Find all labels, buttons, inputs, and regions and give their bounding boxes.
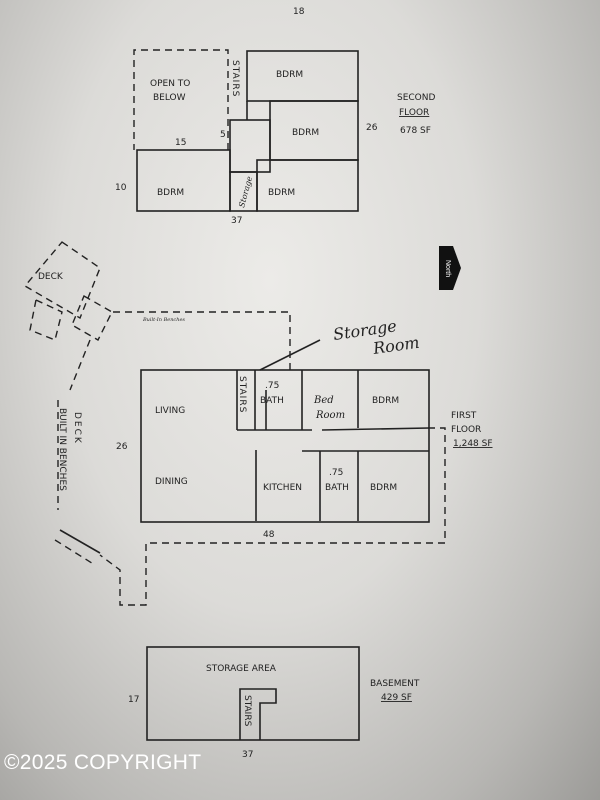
second-floor-title: SECOND bbox=[397, 93, 436, 103]
bath-label: .75 bbox=[265, 381, 279, 391]
north-arrow-icon: North bbox=[439, 246, 461, 290]
bdrm-label: BDRM bbox=[268, 188, 295, 198]
bath-label-2: BATH bbox=[325, 483, 349, 493]
dimension-label: 37 bbox=[242, 750, 253, 760]
storage-area-label: STORAGE AREA bbox=[206, 664, 277, 674]
dimension-label: 10 bbox=[115, 183, 127, 193]
deck-label: DECK bbox=[72, 412, 82, 445]
benches-label: BUILT IN BENCHES bbox=[57, 408, 67, 491]
second-floor-area: 678 SF bbox=[400, 126, 431, 136]
first-floor-area: 1,248 SF bbox=[453, 439, 493, 449]
basement-plan: STORAGE AREA STAIRS 17 37 BASEMENT 429 S… bbox=[128, 646, 420, 760]
bdrm-label: BDRM bbox=[276, 70, 303, 80]
bdrm-label: BDRM bbox=[157, 188, 184, 198]
first-floor-title: FIRST bbox=[451, 411, 477, 421]
dimension-label: 15 bbox=[175, 138, 186, 148]
north-label: North bbox=[444, 260, 451, 277]
kitchen-label: KITCHEN bbox=[263, 483, 302, 493]
dining-label: DINING bbox=[155, 477, 188, 487]
bdrm-label: BDRM bbox=[292, 128, 319, 138]
bdrm-label: BDRM bbox=[370, 483, 397, 493]
dimension-label: 26 bbox=[366, 123, 378, 133]
dimension-label: 18 bbox=[293, 7, 305, 17]
bath-label-2: BATH bbox=[260, 396, 284, 406]
second-floor-plan: OPEN TO BELOW STAIRS BDRM BDRM BDRM BDRM… bbox=[115, 7, 436, 226]
first-floor-plan: LIVING DINING KITCHEN STAIRS .75 BATH Be… bbox=[23, 241, 493, 606]
open-to-below-label-2: BELOW bbox=[153, 93, 186, 103]
dimension-label: 17 bbox=[128, 695, 139, 705]
bath-label: .75 bbox=[329, 468, 343, 478]
dimension-label: 37 bbox=[231, 216, 242, 226]
copyright-watermark: ©2025 COPYRIGHT bbox=[4, 751, 202, 774]
deck-label: DECK bbox=[38, 272, 64, 282]
first-floor-title-2: FLOOR bbox=[451, 425, 481, 435]
stairs-label: STAIRS bbox=[242, 695, 252, 727]
open-to-below-label: OPEN TO bbox=[150, 79, 190, 89]
bdrm-label: BDRM bbox=[372, 396, 399, 406]
stairs-label: STAIRS bbox=[237, 376, 247, 413]
living-label: LIVING bbox=[155, 406, 185, 416]
second-floor-title-2: FLOOR bbox=[399, 108, 429, 118]
bed-room-label: Bed bbox=[313, 395, 334, 406]
basement-title: BASEMENT bbox=[370, 679, 420, 689]
storage-label: Storage bbox=[237, 175, 254, 208]
dimension-label: 26 bbox=[116, 442, 128, 452]
bed-room-label-2: Room bbox=[315, 410, 345, 421]
dimension-label: 5 bbox=[220, 130, 226, 140]
dimension-label: 48 bbox=[263, 530, 275, 540]
stairs-label: STAIRS bbox=[230, 60, 240, 97]
benches-label: Built-In Benches bbox=[142, 317, 185, 323]
basement-area: 429 SF bbox=[381, 693, 412, 703]
